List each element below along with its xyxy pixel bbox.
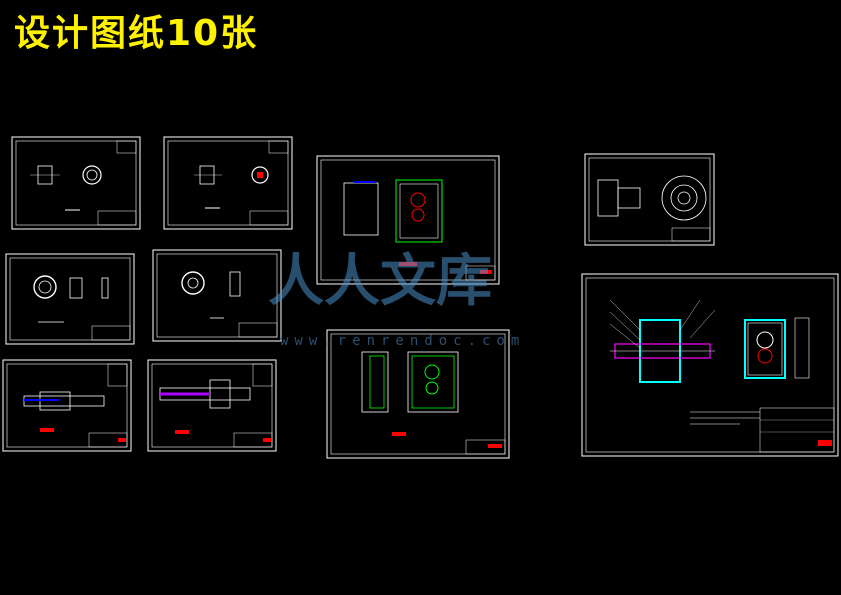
drawing-sheet-9[interactable] <box>326 329 510 459</box>
drawing-sheet-8[interactable] <box>147 359 277 452</box>
drawing-sheet-5[interactable] <box>5 253 135 345</box>
drawing-sheet-3[interactable] <box>316 155 500 285</box>
drawing-sheet-7[interactable] <box>2 359 132 452</box>
page-title: 设计图纸10张 <box>14 13 259 54</box>
drawing-sheet-4[interactable] <box>584 153 715 246</box>
drawing-sheet-2[interactable] <box>163 136 293 230</box>
drawing-sheet-10[interactable] <box>581 273 839 457</box>
drawing-sheet-6[interactable] <box>152 249 282 342</box>
drawing-sheet-1[interactable] <box>11 136 141 230</box>
